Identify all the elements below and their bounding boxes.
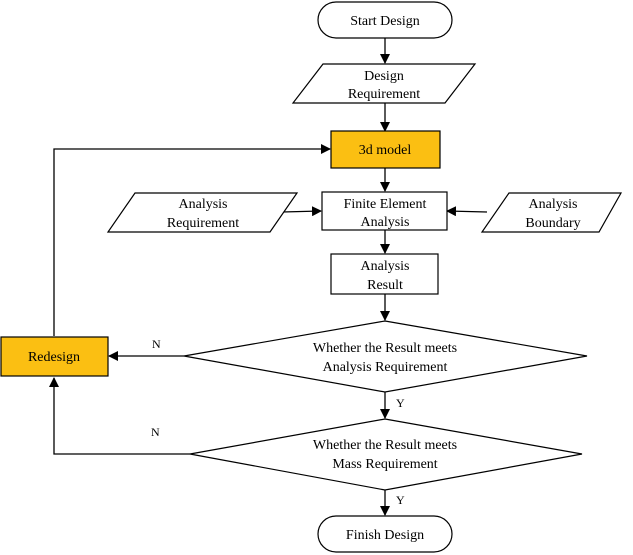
check-mass-label-1: Whether the Result meets (313, 438, 457, 453)
start-label: Start Design (350, 14, 420, 29)
redesign-box (0, 336, 109, 377)
analysis-requirement-parallelogram (106, 192, 299, 233)
analysis-requirement-label-1: Analysis (179, 197, 228, 212)
edge-check-mass-no-to-redesign (49, 377, 190, 455)
node-finite-element-analysis: Finite Element Analysis (321, 191, 448, 231)
analysis-result-box (330, 253, 439, 295)
edge-analysis-requirement-to-fea (281, 206, 322, 217)
edges (49, 38, 488, 516)
fea-label-1: Finite Element (344, 197, 427, 212)
edge-analysis-boundary-to-fea (446, 206, 488, 217)
start-terminator (317, 1, 453, 39)
design-requirement-parallelogram (291, 63, 477, 104)
fea-label-2: Analysis (361, 215, 410, 230)
analysis-result-label-1: Analysis (361, 259, 410, 274)
edge-label-analysis-no: N (152, 337, 161, 351)
check-analysis-diamond (183, 320, 588, 393)
fea-box (321, 191, 448, 231)
check-analysis-label-2: Analysis Requirement (323, 360, 448, 375)
check-analysis-label-1: Whether the Result meets (313, 341, 457, 356)
analysis-boundary-label-1: Analysis (529, 197, 578, 212)
node-analysis-result: Analysis Result (330, 253, 439, 295)
finish-terminator (317, 515, 453, 553)
edge-redesign-to-3d-model (53, 144, 331, 336)
3d-model-label: 3d model (359, 143, 412, 158)
edge-label-analysis-yes: Y (396, 396, 405, 410)
analysis-boundary-label-2: Boundary (525, 216, 580, 231)
analysis-result-label-2: Result (367, 278, 403, 293)
check-mass-diamond (189, 418, 583, 491)
edge-label-mass-no: N (151, 425, 160, 439)
edge-label-mass-yes: Y (396, 493, 405, 507)
node-redesign: Redesign (0, 336, 109, 377)
node-analysis-requirement: Analysis Requirement (106, 192, 299, 233)
node-analysis-boundary: Analysis Boundary (480, 192, 623, 233)
3d-model-box (330, 130, 441, 169)
node-check-analysis-requirement: Whether the Result meets Analysis Requir… (183, 320, 588, 393)
node-check-mass-requirement: Whether the Result meets Mass Requiremen… (189, 418, 583, 491)
analysis-boundary-parallelogram (480, 192, 623, 233)
redesign-label: Redesign (28, 350, 80, 365)
check-mass-label-2: Mass Requirement (332, 457, 437, 472)
node-3d-model: 3d model (330, 130, 441, 169)
node-finish: Finish Design (317, 515, 453, 553)
node-start: Start Design (317, 1, 453, 39)
finish-label: Finish Design (346, 528, 424, 543)
design-requirement-label-2: Requirement (348, 87, 420, 102)
design-requirement-label-1: Design (364, 69, 404, 84)
node-design-requirement: Design Requirement (291, 63, 477, 104)
analysis-requirement-label-2: Requirement (167, 216, 239, 231)
